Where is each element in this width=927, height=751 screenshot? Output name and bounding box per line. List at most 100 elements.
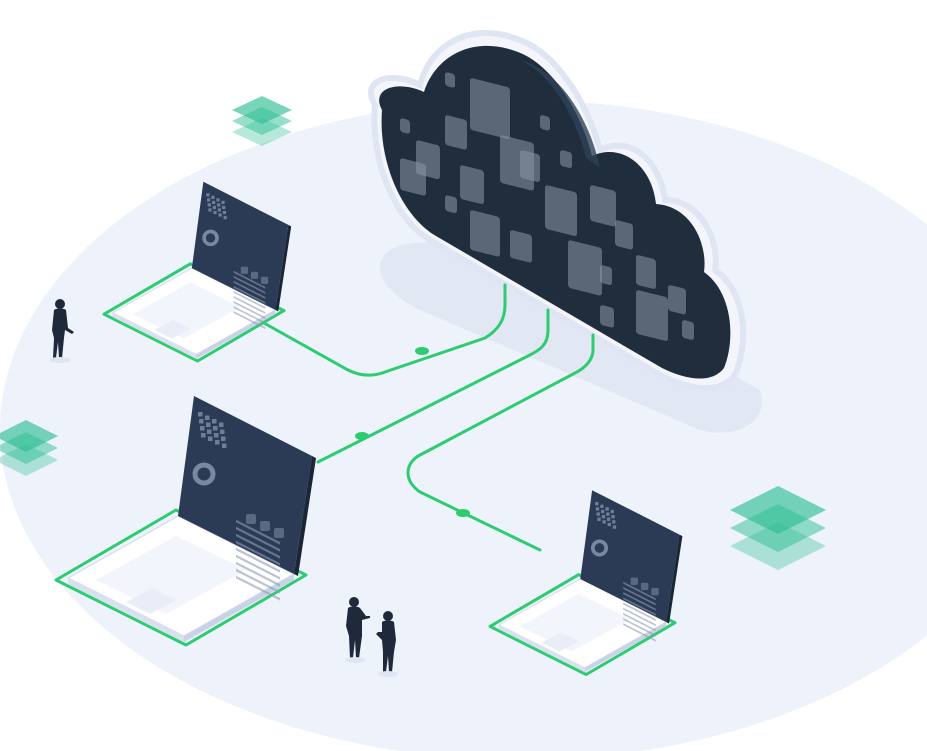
screen-text-line <box>623 586 656 606</box>
screen-button <box>640 582 649 591</box>
cloud-tile <box>545 185 577 236</box>
screen-grid-cell <box>216 198 220 202</box>
screen-text-line <box>623 607 656 627</box>
screen-donut-chart <box>192 462 216 486</box>
screen-button <box>630 577 638 585</box>
stack-layer <box>232 96 292 124</box>
screen-grid-cell <box>222 443 227 448</box>
cloud-tile <box>445 115 467 150</box>
screen-button <box>240 266 248 274</box>
screen-text-line <box>233 306 266 325</box>
stack-layer <box>730 486 826 534</box>
screen-button <box>246 514 256 524</box>
screen-grid-cell <box>212 205 216 210</box>
cloud-shadow <box>380 242 762 433</box>
screen-grid-cell <box>198 412 203 417</box>
cloud-tile <box>682 320 694 340</box>
screen-donut-chart <box>202 229 219 247</box>
cloud-tile <box>540 115 550 131</box>
laptop-top-left <box>102 181 292 363</box>
screen-grid-cell <box>215 440 220 445</box>
cloud-tile <box>560 150 572 168</box>
screen-grid-cell <box>217 203 221 207</box>
person-standing-a <box>345 597 370 663</box>
screen-text-line <box>233 270 266 289</box>
screen-grid-cell <box>607 522 611 527</box>
cloud-tile <box>460 165 484 205</box>
laptop-screen-edge <box>294 456 316 576</box>
screen-text-line <box>236 575 280 601</box>
screen-text-line <box>233 295 266 314</box>
screen-grid-cell <box>596 512 600 516</box>
cloud-tile <box>445 72 455 88</box>
cloud-tile <box>668 285 686 315</box>
laptop-outline <box>54 508 308 647</box>
cloud-tile <box>568 240 602 296</box>
screen-text-line <box>623 612 656 632</box>
laptop-screen-edge <box>666 534 683 624</box>
screen-button <box>260 276 269 284</box>
screen-grid-cell <box>606 512 610 516</box>
laptop-trackpad <box>154 319 191 339</box>
laptop-bottom-left <box>54 396 316 647</box>
screen-grid-cell <box>222 210 227 215</box>
cloud-tile <box>470 78 510 140</box>
screen-grid-cell <box>213 426 218 431</box>
screen-button <box>250 271 259 279</box>
screen-grid-cell <box>612 525 617 529</box>
screen-grid-cell <box>606 517 611 521</box>
laptop-bottom-right <box>488 490 683 677</box>
screen-text-line <box>233 285 266 304</box>
laptop-keyboard <box>96 536 246 614</box>
screen-grid-cell <box>602 520 606 524</box>
screen-grid-cell <box>199 419 204 424</box>
screen-grid-cell <box>205 415 210 420</box>
screen-donut-chart <box>591 539 609 557</box>
laptop-keyboard <box>132 282 241 339</box>
screen-grid-cell <box>206 422 211 427</box>
screen-grid-cell <box>201 433 206 438</box>
screen-grid-cell <box>208 208 212 212</box>
screen-text-line <box>623 618 656 637</box>
screen-text-line <box>233 280 266 299</box>
screen-grid-cell <box>207 429 212 434</box>
screen-grid-cell <box>597 517 601 521</box>
screen-grid-cell <box>200 426 205 431</box>
laptop-trackpad <box>126 588 176 614</box>
screen-grid-cell <box>612 520 616 524</box>
screen-text-line <box>623 602 656 621</box>
people <box>49 299 398 677</box>
cloud-tile <box>400 158 426 196</box>
cloud-highlight <box>520 60 600 168</box>
screen-grid-cell <box>208 436 213 441</box>
screen-text-line <box>623 592 656 611</box>
screen-text-line <box>236 540 280 566</box>
laptop-trackpad <box>541 632 579 652</box>
cloud-tile <box>636 255 656 289</box>
cloud-tile <box>615 220 633 250</box>
connector-node <box>355 432 369 440</box>
laptop-keyboard <box>519 593 631 652</box>
screen-button <box>651 587 659 596</box>
screen-grid-cell <box>601 509 605 514</box>
laptop-base-edge <box>584 621 667 673</box>
cloud-tile <box>470 210 500 257</box>
laptop-base-edge <box>68 578 184 642</box>
screen-grid-cell <box>218 213 222 217</box>
screen-text-line <box>233 290 266 309</box>
layer-stack-right <box>730 486 826 570</box>
cloud-tile <box>510 230 532 263</box>
screen-text-line <box>623 623 656 642</box>
connector-nodes <box>355 347 470 517</box>
screen-grid-cell <box>212 419 217 424</box>
connector-top-left <box>253 283 507 377</box>
screen-grid-cell <box>221 436 226 441</box>
screen-grid-cell <box>220 429 225 434</box>
screen-grid-cell <box>212 200 216 205</box>
person-walking <box>49 299 74 363</box>
laptop-base-edge <box>498 624 585 673</box>
screen-grid-cell <box>222 205 226 210</box>
screen-grid-cell <box>605 507 609 511</box>
screen-text-line <box>236 519 280 545</box>
